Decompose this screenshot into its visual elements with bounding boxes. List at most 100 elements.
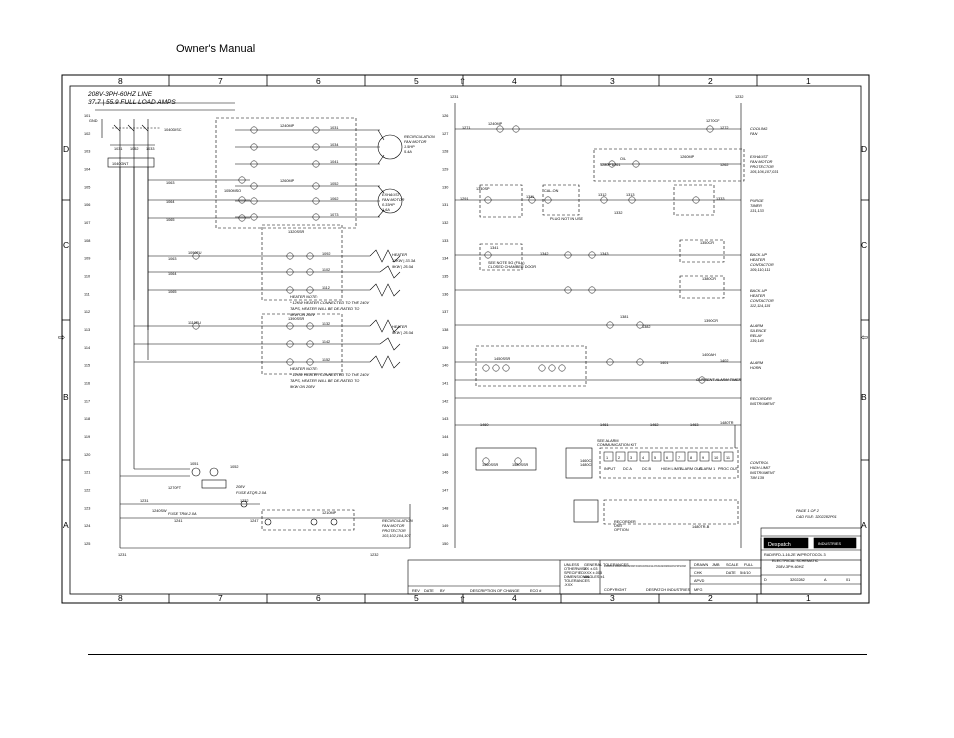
terminal-left-2 xyxy=(250,143,258,151)
unless-4: DIMENSIONAL xyxy=(564,575,590,579)
zone-row-left-A: A xyxy=(63,520,69,530)
tb-field-mfg: MFG xyxy=(694,588,702,592)
unless-5: TOLERANCES xyxy=(564,579,590,583)
schematic-labels: 208V-3PH-60HZ LINE 37.7 | 55.9 FULL LOAD… xyxy=(87,91,850,593)
title-rev: A xyxy=(824,578,827,582)
ctrl-terminal-box-6 xyxy=(675,451,686,462)
ctrl-term-1: 1 xyxy=(606,456,608,460)
r134-3: CONTACTOR xyxy=(750,263,774,267)
r131-3: 131,133 xyxy=(750,209,765,213)
terminal-right-19 xyxy=(636,358,644,366)
control-wire-6: 1241 xyxy=(174,519,182,523)
zone-row-right-C: C xyxy=(861,240,867,250)
r146-2: HIGH LIMIT xyxy=(750,466,771,470)
device-label-37: 1480CI xyxy=(580,463,592,467)
zone-row-left-C: C xyxy=(63,240,69,250)
r129-1: EXHAUST xyxy=(750,155,769,159)
recirc-contactor-label: 1240MP xyxy=(280,124,295,128)
title-line-3: 208V-3PH-60HZ xyxy=(776,565,805,569)
rung-left-110: 110 xyxy=(84,275,90,279)
terminal-left-6 xyxy=(250,182,258,190)
motor-feeder-2: 1064 xyxy=(166,200,174,204)
ctrl-terminal-box-0 xyxy=(603,451,614,462)
rung-right-140: 140 xyxy=(442,364,448,368)
supply-line-label: 208V-3PH-60HZ LINE xyxy=(87,91,153,98)
purge-note-2: PLUG NOT IN USE xyxy=(550,217,584,221)
device-label-29: 1462 xyxy=(650,423,658,427)
ctrl-label-6: PROC OUT xyxy=(718,467,739,471)
zone-col-top-4: 4 xyxy=(512,76,517,86)
general-2: XX ±.03 xyxy=(584,567,597,571)
ctrl-term-3: 3 xyxy=(630,456,632,460)
terminal-left-11 xyxy=(312,213,320,221)
rung-left-122: 122 xyxy=(84,489,90,493)
terminal-left-28 xyxy=(192,322,200,330)
r129-2: FAN MOTOR xyxy=(750,160,773,164)
exhaust-label-4: 1.6A xyxy=(382,208,390,212)
terminal-left-16 xyxy=(286,286,294,294)
terminal-right-27 xyxy=(482,457,490,465)
recorder-3: OPTION xyxy=(614,528,629,532)
terminal-right-28 xyxy=(514,457,522,465)
rung-right-147: 147 xyxy=(442,489,448,493)
exhaust-line-1: 1052 xyxy=(330,182,338,186)
terminal-left-0 xyxy=(250,126,258,134)
zone-col-bottom-8: 8 xyxy=(118,593,123,603)
zone-col-top-1: 1 xyxy=(806,76,811,86)
terminal-left-8 xyxy=(250,197,258,205)
terminal-right-18 xyxy=(606,358,614,366)
copyright-1: COPYRIGHT xyxy=(604,588,627,592)
control-wire-4: 1232 xyxy=(240,499,248,503)
heater-b-note-2: TAPS, HEATER WILL BE DE-RATED TO xyxy=(290,379,359,383)
bottom-term-1: 1231 xyxy=(118,553,126,557)
general-1: GENERAL TOLERANCES xyxy=(584,563,629,567)
heater-a-feed-1: 1063 xyxy=(168,257,176,261)
zone-row-right-D: D xyxy=(861,144,867,154)
device-label-2: 1271 xyxy=(462,126,470,130)
control-fuse-trm: FUSE TRM-2.0A xyxy=(168,512,197,516)
brand-logo: Despatch xyxy=(768,542,791,548)
control-label-4: 103,102,104,107 xyxy=(382,534,411,538)
supply-gnd-label: GND xyxy=(89,119,98,123)
device-label-3: 1272 xyxy=(720,126,728,130)
zone-col-top-8: 8 xyxy=(118,76,123,86)
tb-field-full: FULL xyxy=(744,563,753,567)
ctrl-terminal-box-10 xyxy=(723,451,734,462)
rung-left-120: 120 xyxy=(84,453,90,457)
terminal-left-19 xyxy=(306,322,314,330)
rung-left-111: 111 xyxy=(84,292,90,296)
terminal-left-4 xyxy=(250,160,258,168)
terminal-left-13 xyxy=(306,252,314,260)
device-label-13: 1332 xyxy=(614,211,622,215)
ground-term-label: 1040GNT xyxy=(112,162,129,166)
terminal-left-12 xyxy=(286,252,294,260)
rung-left-105: 105 xyxy=(84,185,90,189)
rung-left-108: 108 xyxy=(84,239,90,243)
device-label-17: 1342 xyxy=(540,252,548,256)
device-label-15: 1340SP xyxy=(476,187,490,191)
device-label-22: 1382 xyxy=(642,325,650,329)
title-size: D xyxy=(764,578,767,582)
left-arrow-icon: ⇨ xyxy=(58,332,66,342)
device-label-6: 1280PT xyxy=(600,163,614,167)
terminal-left-17 xyxy=(306,286,314,294)
r129-4: 105,106,107,031 xyxy=(750,170,779,174)
zone-col-bottom-2: 2 xyxy=(708,593,713,603)
page-header-title: Owner's Manual xyxy=(176,43,256,55)
r138-2: SILENCE xyxy=(750,329,767,333)
ctrl-terminal-box-7 xyxy=(687,451,698,462)
unless-6: .XXX xyxy=(564,583,573,587)
rung-right-136: 136 xyxy=(442,292,448,296)
rung-left-123: 123 xyxy=(84,506,90,510)
r129-3: PROTECTOR xyxy=(750,165,774,169)
r138-1: ALARM xyxy=(749,324,764,328)
ctrl-term-2: 2 xyxy=(618,456,620,460)
recirc-label-3: 1.5HP xyxy=(404,145,415,149)
control-fuse-pri: 1270FT xyxy=(168,486,182,490)
heater-a-note-1: * 12KW HEATER CONNECTED TO THE 240V xyxy=(290,301,369,305)
rung-left-107: 107 xyxy=(84,221,90,225)
heater-a-label-3: 9KW | 25.0A xyxy=(392,265,414,269)
control-label-2: FAN MOTOR xyxy=(382,524,405,528)
terminal-right-14 xyxy=(564,286,572,294)
